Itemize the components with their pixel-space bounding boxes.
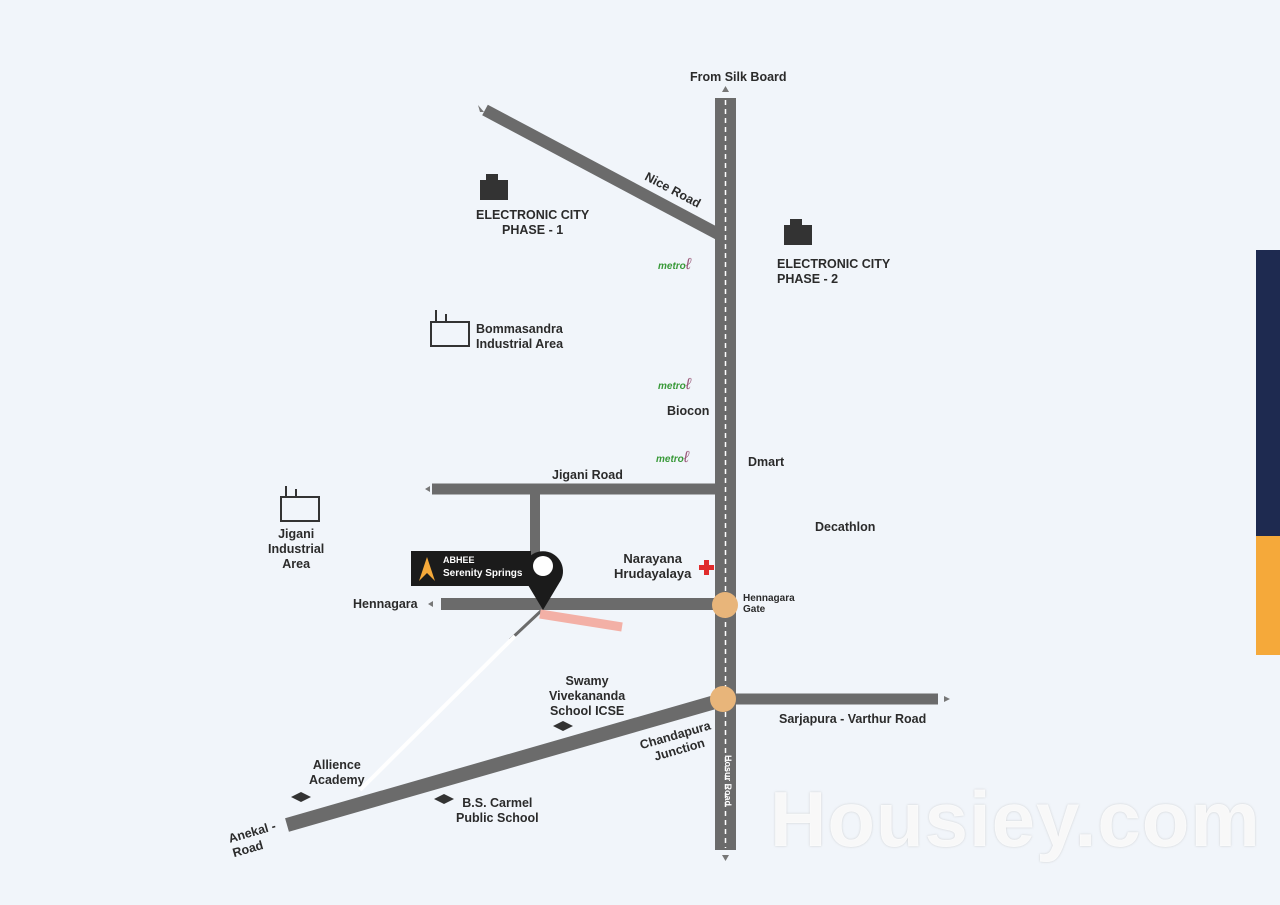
side-bar-navy	[1256, 250, 1280, 536]
gate-line2: Gate	[743, 604, 766, 615]
jigani-line2: Industrial	[268, 542, 325, 556]
carmel-line1: B.S. Carmel	[462, 796, 533, 810]
building-icon	[784, 219, 812, 245]
bomma-line1: Bommasandra	[476, 322, 563, 336]
watermark: Housiey.com	[770, 775, 1261, 863]
carmel-line2: Public School	[456, 811, 539, 825]
hospital-icon	[699, 560, 714, 575]
label-decathlon: Decathlon	[815, 520, 876, 534]
route-white	[358, 634, 517, 792]
access-road	[508, 608, 544, 642]
metro-text: metro	[658, 381, 686, 392]
abhee-logo-icon	[419, 557, 435, 581]
project-line2: Serenity Springs	[443, 568, 523, 579]
chandapura-junction	[710, 686, 736, 712]
arrow-left-icon	[425, 486, 430, 492]
graduation-cap-icon	[291, 792, 311, 802]
location-pin-icon	[523, 551, 563, 610]
factory-icon	[280, 486, 320, 522]
allience-line1: Allience	[312, 758, 361, 772]
jigani-line3: Area	[282, 557, 311, 571]
label-dmart: Dmart	[748, 455, 785, 469]
gate-line1: Hennagara	[743, 593, 795, 604]
graduation-cap-icon	[553, 721, 573, 731]
side-bar-orange	[1256, 536, 1280, 655]
swamy-line3: School ICSE	[549, 704, 625, 718]
building-icons	[280, 174, 812, 804]
label-sarjapura-road: Sarjapura - Varthur Road	[779, 712, 927, 726]
jigani-line1: Jigani	[278, 527, 315, 541]
arrow-nw-icon	[478, 105, 484, 112]
nice-road	[482, 104, 723, 241]
project-badge: ABHEE Serenity Springs	[411, 551, 531, 586]
building-icon	[480, 174, 508, 200]
hennagara-gate-junction	[712, 592, 738, 618]
metro-text: metro	[658, 261, 686, 272]
graduation-cap-icon	[434, 794, 454, 804]
label-jigani-road: Jigani Road	[552, 468, 623, 482]
ec1-line2: PHASE - 1	[502, 223, 564, 237]
narayana-line1: Narayana	[623, 551, 682, 566]
metro-text: metro	[656, 454, 684, 465]
label-from-silk-board: From Silk Board	[690, 70, 787, 84]
project-line1: ABHEE	[443, 555, 475, 565]
arrow-up-icon	[722, 86, 729, 92]
factory-icon	[430, 310, 470, 347]
narayana-line2: Hrudayalaya	[614, 566, 692, 581]
arrow-left-icon	[428, 601, 433, 607]
metro-icon: metroℓ	[658, 376, 691, 393]
arrow-right-icon	[944, 696, 950, 702]
ec2-line2: PHASE - 2	[777, 272, 839, 286]
bomma-line2: Industrial Area	[476, 337, 564, 351]
swamy-line2: Vivekananda	[549, 689, 626, 703]
route-pink	[539, 609, 623, 632]
label-hennagara: Hennagara	[353, 597, 418, 611]
arrow-down-icon	[722, 855, 729, 861]
allience-line2: Academy	[309, 773, 365, 787]
ec2-line1: ELECTRONIC CITY	[777, 257, 891, 271]
metro-icon: metroℓ	[656, 449, 689, 466]
metro-icon: metroℓ	[658, 256, 691, 273]
label-biocon: Biocon	[667, 404, 710, 418]
label-hosur-road: Hosur Road	[723, 754, 733, 806]
swamy-line1: Swamy	[565, 674, 609, 688]
anekal-road	[285, 693, 724, 832]
ec1-line1: ELECTRONIC CITY	[476, 208, 590, 222]
